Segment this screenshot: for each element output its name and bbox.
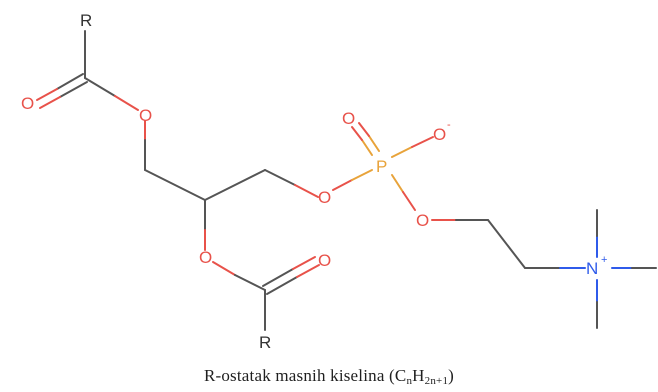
bond-c2-o-double-a [262,268,294,287]
bond-c2-o-double-b [292,256,316,270]
atom-o-carbonyl-top: O [21,94,34,113]
atom-o-phos-neg: O [433,125,446,144]
caption-h: H [412,366,425,385]
bond-ch2b-o [264,169,296,186]
bond-c2-o-double-c [266,276,298,295]
caption: R-ostatak masnih kiselina (CnH2n+1) [0,366,658,387]
bond-p-odouble-b [351,126,363,141]
caption-prefix: R-ostatak masnih kiselina (C [203,366,407,385]
bond-p-oright [391,174,404,193]
bond-c2-o-double-d [296,264,320,278]
bond-c1-o-double-a [56,73,84,90]
charge-negative: - [447,119,451,131]
atom-o-phos-double: O [342,109,355,128]
atom-n: N [586,259,598,278]
bond-c1-oester-red [114,95,139,111]
bond-ch2b-o-red [294,184,319,198]
caption-sub-2n1: 2n+1 [424,375,449,387]
atom-o-ester-mid: O [199,248,212,267]
caption-sub-n: n [406,375,413,387]
atom-o-carbonyl-mid: O [318,251,331,270]
bond-p-odouble-d [358,122,370,137]
atom-p: P [376,157,387,176]
bond-ch2-ch2 [487,219,526,269]
bond-p-odouble-c [368,135,380,152]
bond-ch2-ch [144,169,206,201]
atom-o-ester-top: O [139,106,152,125]
bond-p-oright-red [402,191,416,211]
bond-p-odouble-a [361,139,373,156]
atom-r-top: R [80,11,92,30]
bond-omid-c2-red [212,261,236,276]
atom-r-bottom: R [259,333,271,352]
bond-p-oneg [391,146,413,158]
bond-c1-oester [84,77,116,97]
bond-p-oneg-red [411,136,434,148]
caption-suffix: ) [448,366,455,385]
bond-omid-c2 [234,274,266,291]
bond-c1-o-double-d [39,96,61,109]
bond-ch-ch2b [204,169,266,201]
bond-c1-o-double-c [59,81,88,98]
bond-olink-p [351,169,373,181]
atom-o-phos-link-right: O [416,211,429,230]
atom-o-phos-link-left: O [318,188,331,207]
bond-olink-p-red [332,179,353,191]
bond-c1-o-double-b [36,88,58,101]
charge-positive: + [601,254,607,266]
